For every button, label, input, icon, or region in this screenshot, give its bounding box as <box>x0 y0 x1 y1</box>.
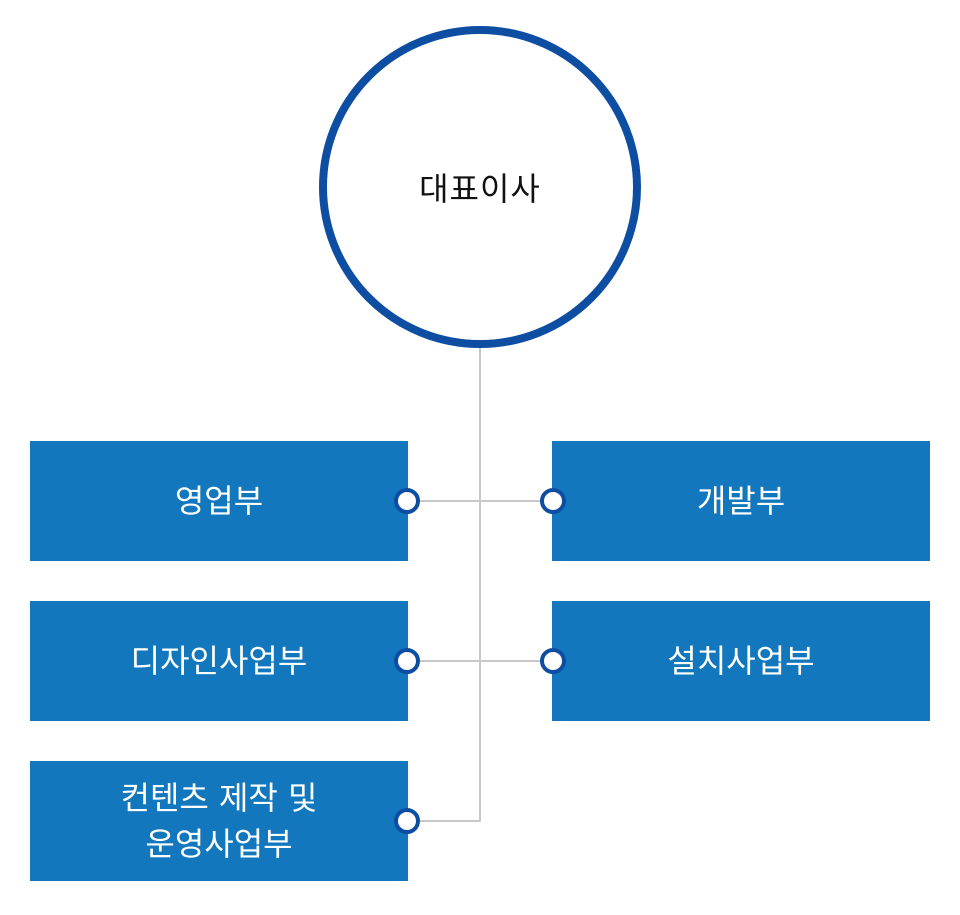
ceo-label: 대표이사 <box>419 170 541 208</box>
dept-design-label: 디자인사업부 <box>130 642 308 680</box>
connector-dot-sales <box>394 488 420 514</box>
dept-content-label: 컨텐츠 제작 및 운영사업부 <box>120 779 318 863</box>
dept-install-box: 설치사업부 <box>552 601 930 721</box>
connector-dot-content <box>394 808 420 834</box>
ceo-node: 대표이사 <box>319 26 641 348</box>
dept-sales-label: 영업부 <box>174 482 264 520</box>
connector-dot-design <box>394 648 420 674</box>
dept-design-box: 디자인사업부 <box>30 601 408 721</box>
dept-sales-box: 영업부 <box>30 441 408 561</box>
connector-dot-install <box>540 648 566 674</box>
dept-install-label: 설치사업부 <box>667 642 815 680</box>
dept-dev-box: 개발부 <box>552 441 930 561</box>
dept-dev-label: 개발부 <box>696 482 786 520</box>
dept-content-box: 컨텐츠 제작 및 운영사업부 <box>30 761 408 881</box>
connector-dot-dev <box>540 488 566 514</box>
